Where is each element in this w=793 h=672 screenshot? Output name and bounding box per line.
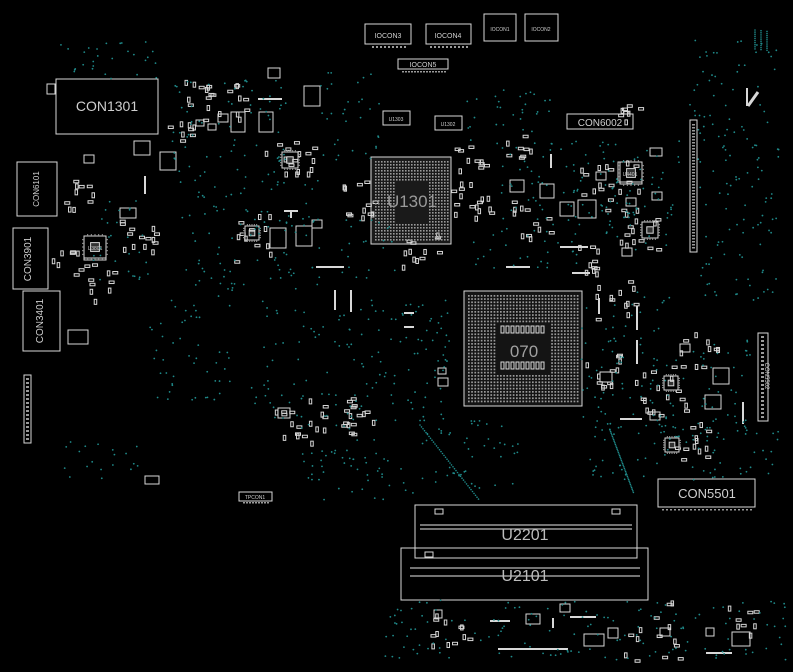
u1302-chip[interactable] (434, 115, 463, 131)
iocon1-label: IOCON1 (490, 27, 509, 33)
con5502-connector[interactable] (757, 332, 769, 422)
iocon3-connector[interactable] (364, 23, 412, 45)
u2201-label: U2201 (501, 527, 548, 544)
con5501-label: CON5501 (678, 486, 736, 501)
u4401-label: U4401 (623, 172, 638, 178)
con5502-label: CON5502 (763, 363, 769, 390)
vertical-connector-right (689, 119, 698, 253)
iocon4-connector[interactable] (425, 23, 472, 45)
u2101-dimm-slot[interactable] (400, 547, 649, 601)
con3401-connector[interactable] (22, 290, 61, 352)
iocon5-connector[interactable] (397, 58, 449, 70)
con6101-connector[interactable] (16, 161, 58, 217)
vertical-connector-left (23, 374, 32, 444)
u1303-label: U1303 (389, 117, 404, 123)
tpcon1-connector[interactable] (238, 491, 273, 502)
con1301-label: CON1301 (76, 98, 138, 114)
cpu-bga-chip[interactable] (463, 290, 583, 407)
u3801-label: U3801 (88, 246, 103, 252)
iocon5-label: IOCON5 (410, 62, 437, 69)
u2201-dimm-slot[interactable] (414, 504, 638, 559)
u1303-chip[interactable] (382, 110, 411, 126)
u1302-label: U1302 (441, 122, 456, 128)
u1301-label: U1301 (387, 192, 437, 211)
con6101-label: CON6101 (32, 171, 41, 207)
u2101-label: U2101 (501, 568, 548, 585)
con3401-label: CON3401 (35, 298, 46, 343)
con5501-connector[interactable] (657, 478, 756, 508)
iocon1-connector[interactable] (483, 13, 517, 42)
iocon4-label: IOCON4 (435, 33, 462, 40)
con3901-connector[interactable] (12, 227, 49, 290)
iocon2-label: IOCON2 (531, 27, 550, 33)
cpu-label: 070 (510, 342, 538, 361)
con6002-connector[interactable] (566, 113, 634, 130)
con1301-connector[interactable] (55, 78, 159, 135)
con3901-label: CON3901 (23, 236, 34, 281)
con6002-label: CON6002 (578, 118, 623, 129)
iocon3-label: IOCON3 (375, 33, 402, 40)
iocon2-connector[interactable] (524, 13, 559, 42)
tpcon1-label: TPCON1 (245, 495, 266, 501)
